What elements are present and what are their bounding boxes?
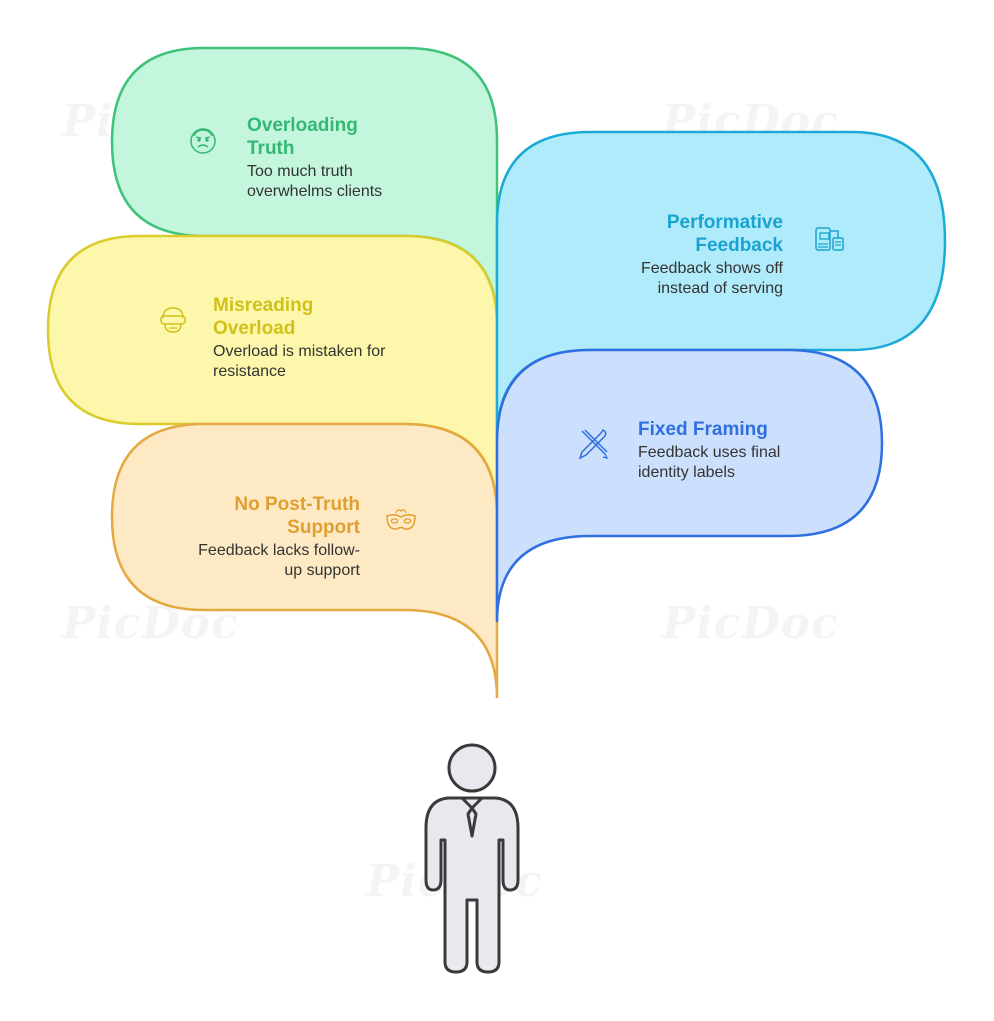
desc-line: overwhelms clients — [247, 183, 383, 200]
desc-line: Overload is mistaken for — [213, 343, 386, 360]
description-misreading-overload: Overload is mistaken for resistance — [213, 342, 473, 382]
title-overloading-truth: Overloading Truth — [247, 114, 467, 160]
card-no-post-truth-support: No Post-Truth Support Feedback lacks fol… — [150, 493, 360, 581]
card-fixed-framing: Fixed Framing Feedback uses final identi… — [638, 418, 858, 483]
desc-line: identity labels — [638, 464, 735, 481]
title-misreading-overload: Misreading Overload — [213, 294, 473, 340]
description-overloading-truth: Too much truth overwhelms clients — [247, 162, 467, 202]
person-icon — [424, 743, 520, 974]
watermark: PicDoc — [662, 598, 839, 649]
machine-icon — [815, 227, 844, 251]
title-line: No Post-Truth — [234, 494, 360, 515]
bubble-fixed-framing — [495, 348, 884, 623]
bubble-no-post-truth-support — [110, 422, 499, 699]
title-performative-feedback: Performative Feedback — [583, 211, 783, 257]
title-fixed-framing: Fixed Framing — [638, 418, 858, 441]
title-line: Overloading — [247, 115, 358, 136]
title-line: Misreading — [213, 295, 314, 316]
title-line: Overload — [213, 318, 296, 339]
description-performative-feedback: Feedback shows off instead of serving — [583, 259, 783, 299]
card-misreading-overload: Misreading Overload Overload is mistaken… — [213, 294, 473, 382]
masquerade-mask-icon — [386, 509, 416, 530]
crossed-tools-icon — [578, 429, 609, 460]
title-line: Feedback — [695, 235, 783, 256]
desc-line: instead of serving — [657, 280, 783, 297]
desc-line: Feedback lacks follow- — [198, 542, 360, 559]
worried-face-icon — [190, 128, 216, 154]
title-line: Truth — [247, 138, 295, 159]
desc-line: resistance — [213, 363, 286, 380]
description-fixed-framing: Feedback uses final identity labels — [638, 443, 858, 483]
title-line: Support — [287, 517, 360, 538]
vr-headset-icon — [160, 307, 186, 333]
title-line: Performative — [666, 212, 783, 233]
card-performative-feedback: Performative Feedback Feedback shows off… — [583, 211, 783, 299]
title-line: Fixed Framing — [638, 419, 768, 440]
card-overloading-truth: Overloading Truth Too much truth overwhe… — [247, 114, 467, 202]
title-no-post-truth-support: No Post-Truth Support — [150, 493, 360, 539]
desc-line: up support — [284, 562, 360, 579]
desc-line: Feedback shows off — [640, 260, 783, 277]
desc-line: Too much truth — [247, 163, 353, 180]
description-no-post-truth-support: Feedback lacks follow- up support — [150, 541, 360, 581]
desc-line: Feedback uses final — [638, 444, 781, 461]
